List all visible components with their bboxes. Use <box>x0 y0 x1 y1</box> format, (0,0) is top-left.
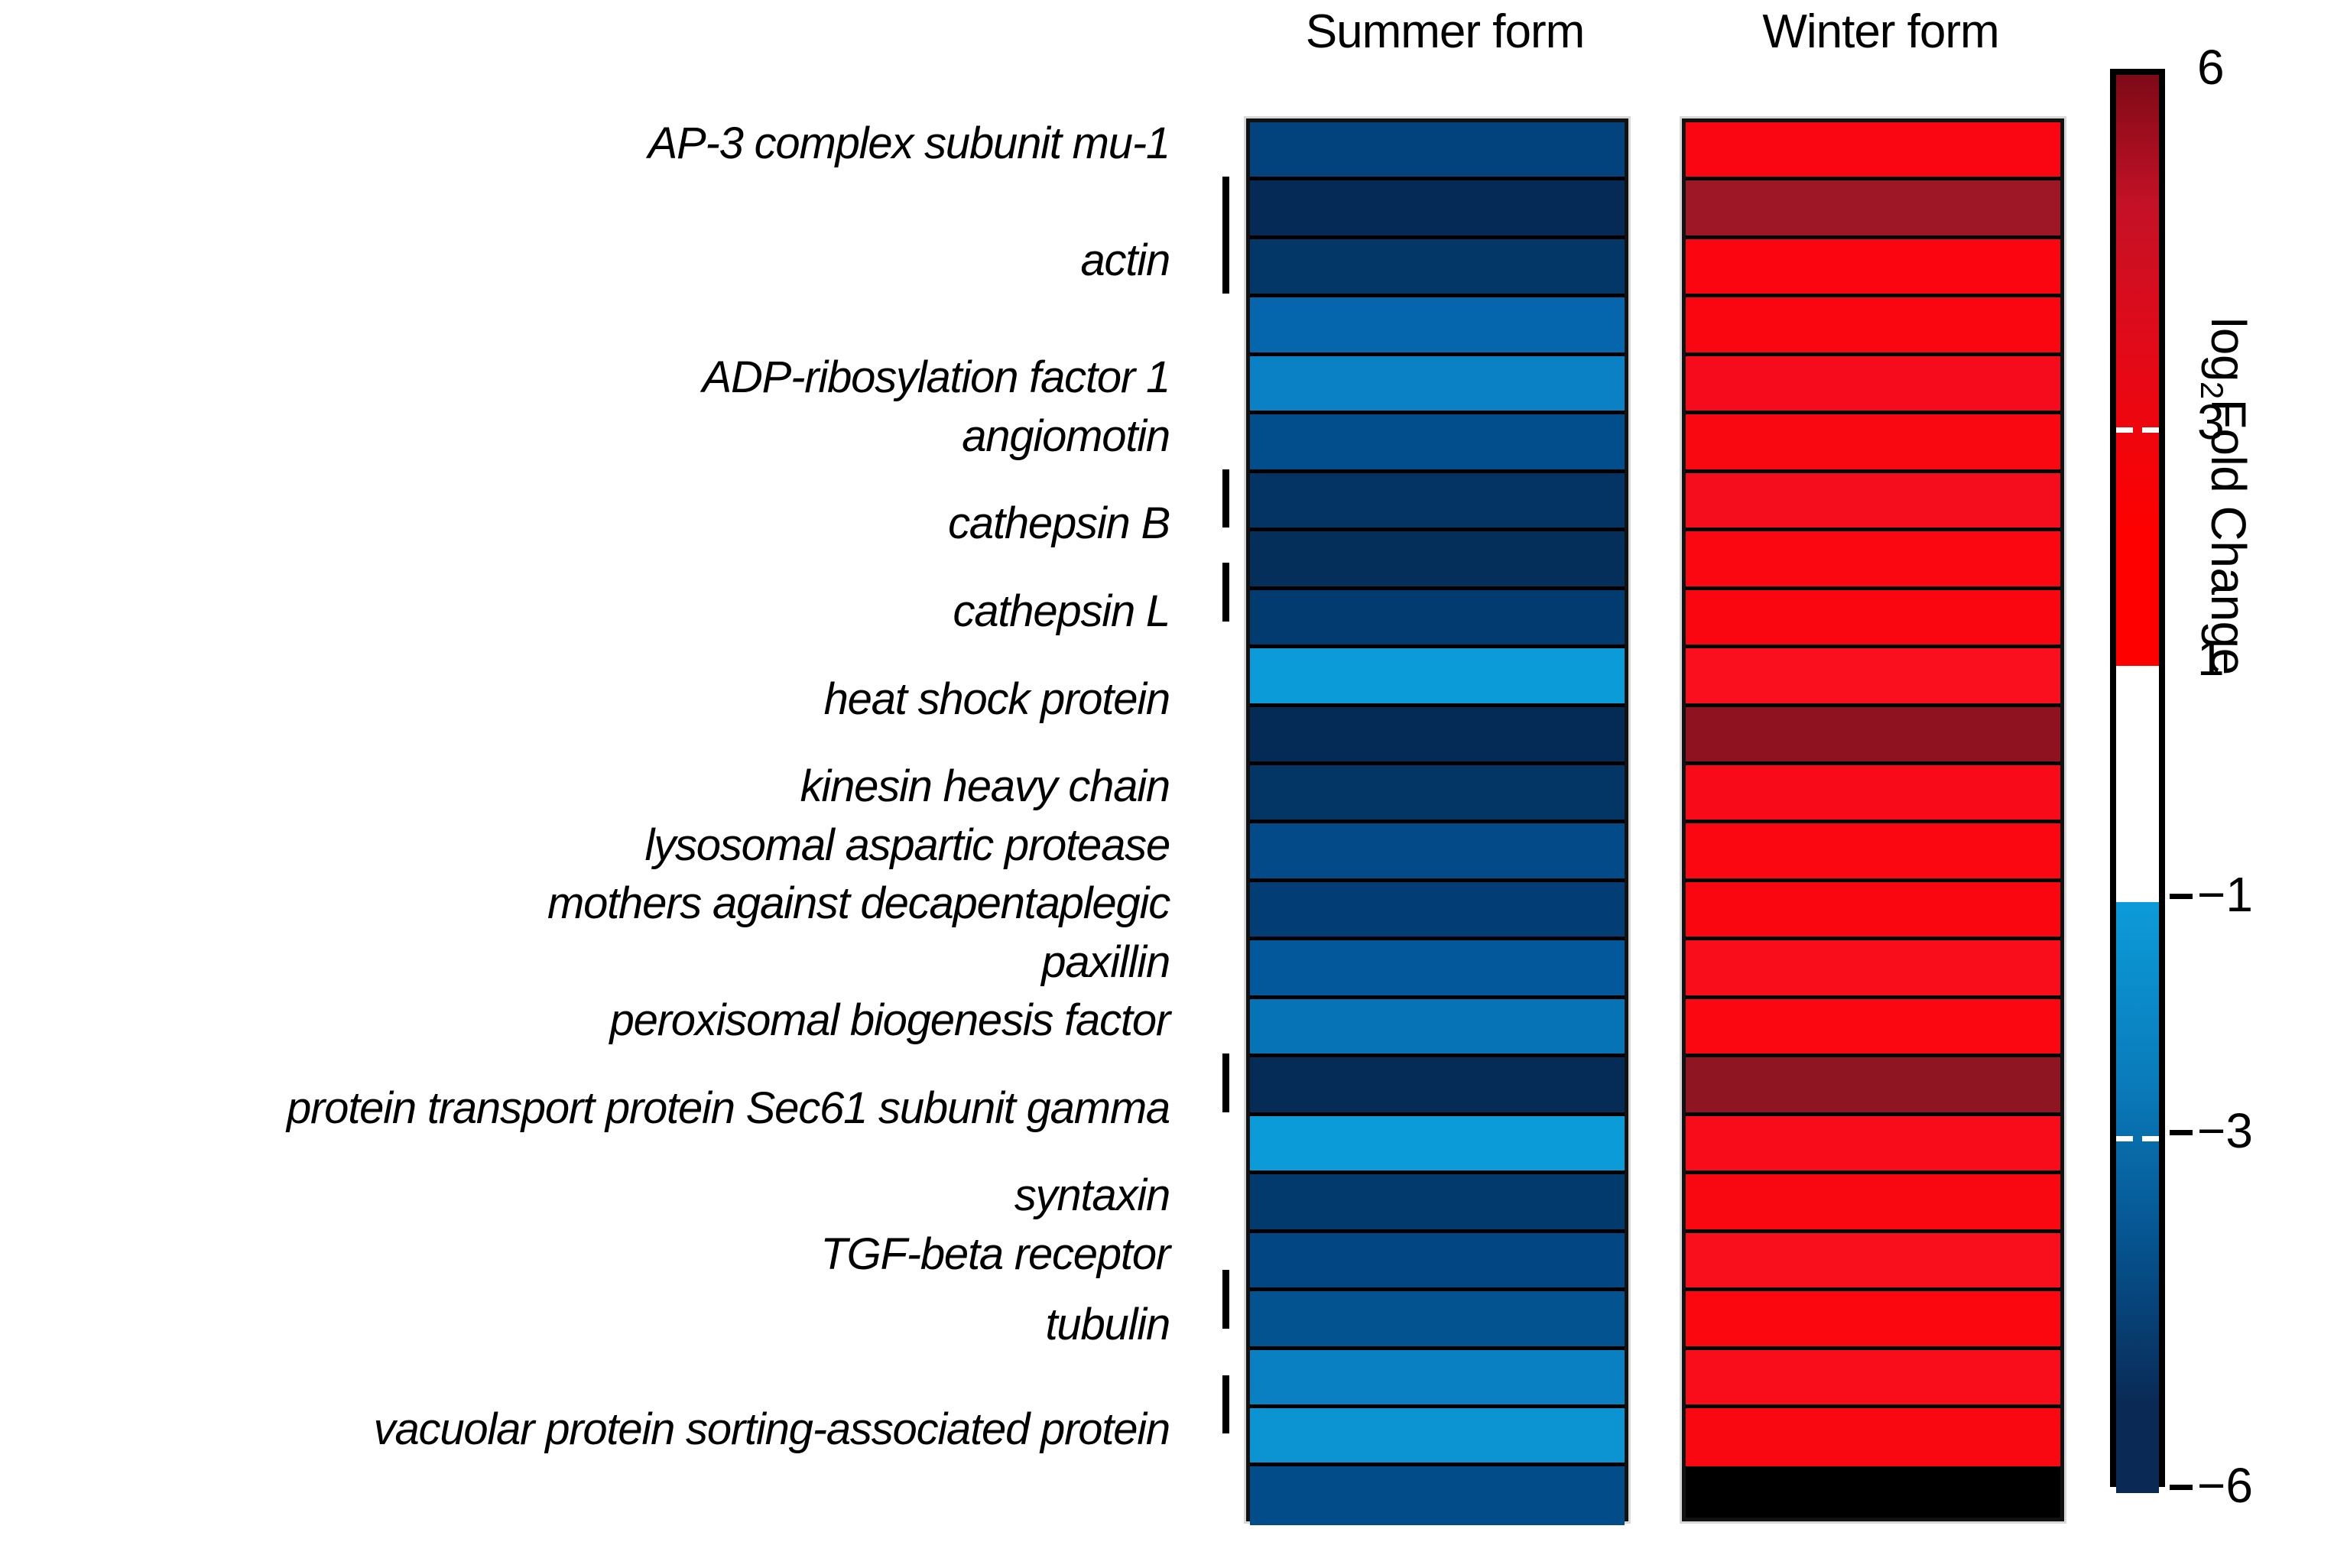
column-header-summer: Summer form <box>1305 5 1585 58</box>
heatmap-cell-summer-11[interactable] <box>1250 765 1625 824</box>
colorbar-axis-label-rest: Fold Change <box>2201 398 2256 675</box>
group-bracket-list <box>0 118 1238 1521</box>
group-bracket <box>1222 1270 1229 1329</box>
colorbar <box>2110 69 2165 1493</box>
heatmap-cell-winter-8[interactable] <box>1686 589 2060 649</box>
heatmap-cell-summer-9[interactable] <box>1250 648 1625 707</box>
heatmap-cell-summer-8[interactable] <box>1250 589 1625 649</box>
colorbar-tick-label: −3 <box>2197 1103 2253 1159</box>
colorbar-tick-dash <box>2170 657 2193 662</box>
heatmap-cell-summer-0[interactable] <box>1250 122 1625 181</box>
colorbar-tick-label: −1 <box>2197 867 2253 923</box>
row-label: syntaxin <box>1014 1170 1170 1221</box>
row-label: AP-3 complex subunit mu-1 <box>648 118 1171 169</box>
heatmap-column-summer[interactable] <box>1246 118 1628 1525</box>
colorbar-tick-dash <box>2170 1484 2193 1490</box>
heatmap-cell-summer-20[interactable] <box>1250 1291 1625 1350</box>
column-header-winter: Winter form <box>1762 5 1999 58</box>
colorbar-inner-tick <box>2116 427 2159 433</box>
heatmap-cell-winter-2[interactable] <box>1686 239 2060 298</box>
heatmap-cell-summer-21[interactable] <box>1250 1349 1625 1408</box>
heatmap-cell-summer-17[interactable] <box>1250 1115 1625 1175</box>
row-label: kinesin heavy chain <box>800 761 1171 812</box>
colorbar-tick-label: 6 <box>2197 40 2225 95</box>
heatmap-cell-winter-11[interactable] <box>1686 765 2060 824</box>
heatmap-cell-summer-6[interactable] <box>1250 472 1625 532</box>
row-label: vacuolar protein sorting-associated prot… <box>373 1404 1171 1455</box>
heatmap-cell-winter-14[interactable] <box>1686 940 2060 999</box>
group-bracket <box>1222 469 1229 528</box>
colorbar-segment-neutral <box>2116 665 2159 903</box>
heatmap-cell-winter-9[interactable] <box>1686 648 2060 707</box>
heatmap-cell-winter-15[interactable] <box>1686 998 2060 1058</box>
heatmap-column-winter[interactable] <box>1682 118 2064 1521</box>
row-label: protein transport protein Sec61 subunit … <box>286 1083 1170 1133</box>
colorbar-axis-label-log: log <box>2201 317 2256 381</box>
heatmap-cell-summer-19[interactable] <box>1250 1232 1625 1292</box>
heatmap-cell-winter-22[interactable] <box>1686 1407 2060 1467</box>
heatmap-cell-summer-18[interactable] <box>1250 1174 1625 1233</box>
colorbar-tick-dash <box>2170 1129 2193 1135</box>
colorbar-axis-label-base: 2 <box>2194 381 2231 399</box>
heatmap-cell-summer-23[interactable] <box>1250 1466 1625 1525</box>
colorbar-tick-dash <box>2170 420 2193 426</box>
heatmap-cell-winter-0[interactable] <box>1686 122 2060 181</box>
heatmap-cell-winter-16[interactable] <box>1686 1057 2060 1116</box>
heatmap-cell-summer-22[interactable] <box>1250 1407 1625 1467</box>
group-bracket <box>1222 1375 1229 1434</box>
heatmap-cell-summer-16[interactable] <box>1250 1057 1625 1116</box>
row-label: TGF-beta receptor <box>820 1229 1170 1279</box>
group-bracket <box>1222 177 1229 294</box>
heatmap-cell-summer-14[interactable] <box>1250 940 1625 999</box>
group-bracket <box>1222 563 1229 622</box>
row-label: angiomotin <box>962 411 1170 461</box>
heatmap-cell-winter-4[interactable] <box>1686 355 2060 415</box>
heatmap-cell-summer-15[interactable] <box>1250 998 1625 1058</box>
row-label: actin <box>1080 235 1170 286</box>
colorbar-inner-tick <box>2116 1136 2159 1142</box>
row-label: paxillin <box>1041 937 1170 987</box>
colorbar-tick-label: 1 <box>2197 630 2225 686</box>
colorbar-tick-label: −6 <box>2197 1458 2253 1513</box>
row-label: lysosomal aspartic protease <box>644 820 1171 870</box>
row-label: cathepsin L <box>953 586 1171 636</box>
colorbar-segment-negative <box>2116 902 2159 1493</box>
heatmap-cell-winter-20[interactable] <box>1686 1291 2060 1350</box>
colorbar-tick-dash <box>2170 67 2193 72</box>
heatmap-cell-winter-21[interactable] <box>1686 1349 2060 1408</box>
colorbar-tick-dash <box>2170 893 2193 899</box>
heatmap-cell-summer-10[interactable] <box>1250 706 1625 765</box>
colorbar-segment-positive <box>2116 75 2159 666</box>
heatmap-cell-winter-12[interactable] <box>1686 823 2060 882</box>
heatmap-cell-winter-18[interactable] <box>1686 1174 2060 1233</box>
colorbar-gradient <box>2110 69 2165 1493</box>
colorbar-axis-label: log2Fold Change <box>2193 317 2257 675</box>
heatmap-cell-winter-6[interactable] <box>1686 472 2060 532</box>
heatmap-cell-summer-7[interactable] <box>1250 531 1625 590</box>
heatmap-cell-winter-10[interactable] <box>1686 706 2060 765</box>
heatmap-cell-winter-5[interactable] <box>1686 414 2060 473</box>
row-label: tubulin <box>1045 1299 1170 1349</box>
colorbar-tick-label: 3 <box>2197 394 2225 450</box>
row-label: ADP-ribosylation factor 1 <box>702 352 1171 403</box>
heatmap-cell-winter-7[interactable] <box>1686 531 2060 590</box>
heatmap-cell-winter-17[interactable] <box>1686 1115 2060 1175</box>
heatmap-cell-summer-12[interactable] <box>1250 823 1625 882</box>
row-label: cathepsin B <box>948 498 1170 549</box>
heatmap-cell-summer-3[interactable] <box>1250 297 1625 356</box>
row-label: peroxisomal biogenesis factor <box>609 995 1171 1046</box>
heatmap-cell-summer-13[interactable] <box>1250 881 1625 941</box>
heatmap-cell-winter-3[interactable] <box>1686 297 2060 356</box>
row-label: mothers against decapentaplegic <box>547 878 1170 929</box>
row-label: heat shock protein <box>823 674 1171 724</box>
heatmap-cell-winter-19[interactable] <box>1686 1232 2060 1292</box>
heatmap-cell-winter-13[interactable] <box>1686 881 2060 941</box>
heatmap-cell-summer-5[interactable] <box>1250 414 1625 473</box>
heatmap-cell-summer-1[interactable] <box>1250 180 1625 239</box>
heatmap-cell-winter-1[interactable] <box>1686 180 2060 239</box>
heatmap-cell-summer-4[interactable] <box>1250 355 1625 415</box>
group-bracket <box>1222 1053 1229 1112</box>
heatmap-cell-summer-2[interactable] <box>1250 239 1625 298</box>
